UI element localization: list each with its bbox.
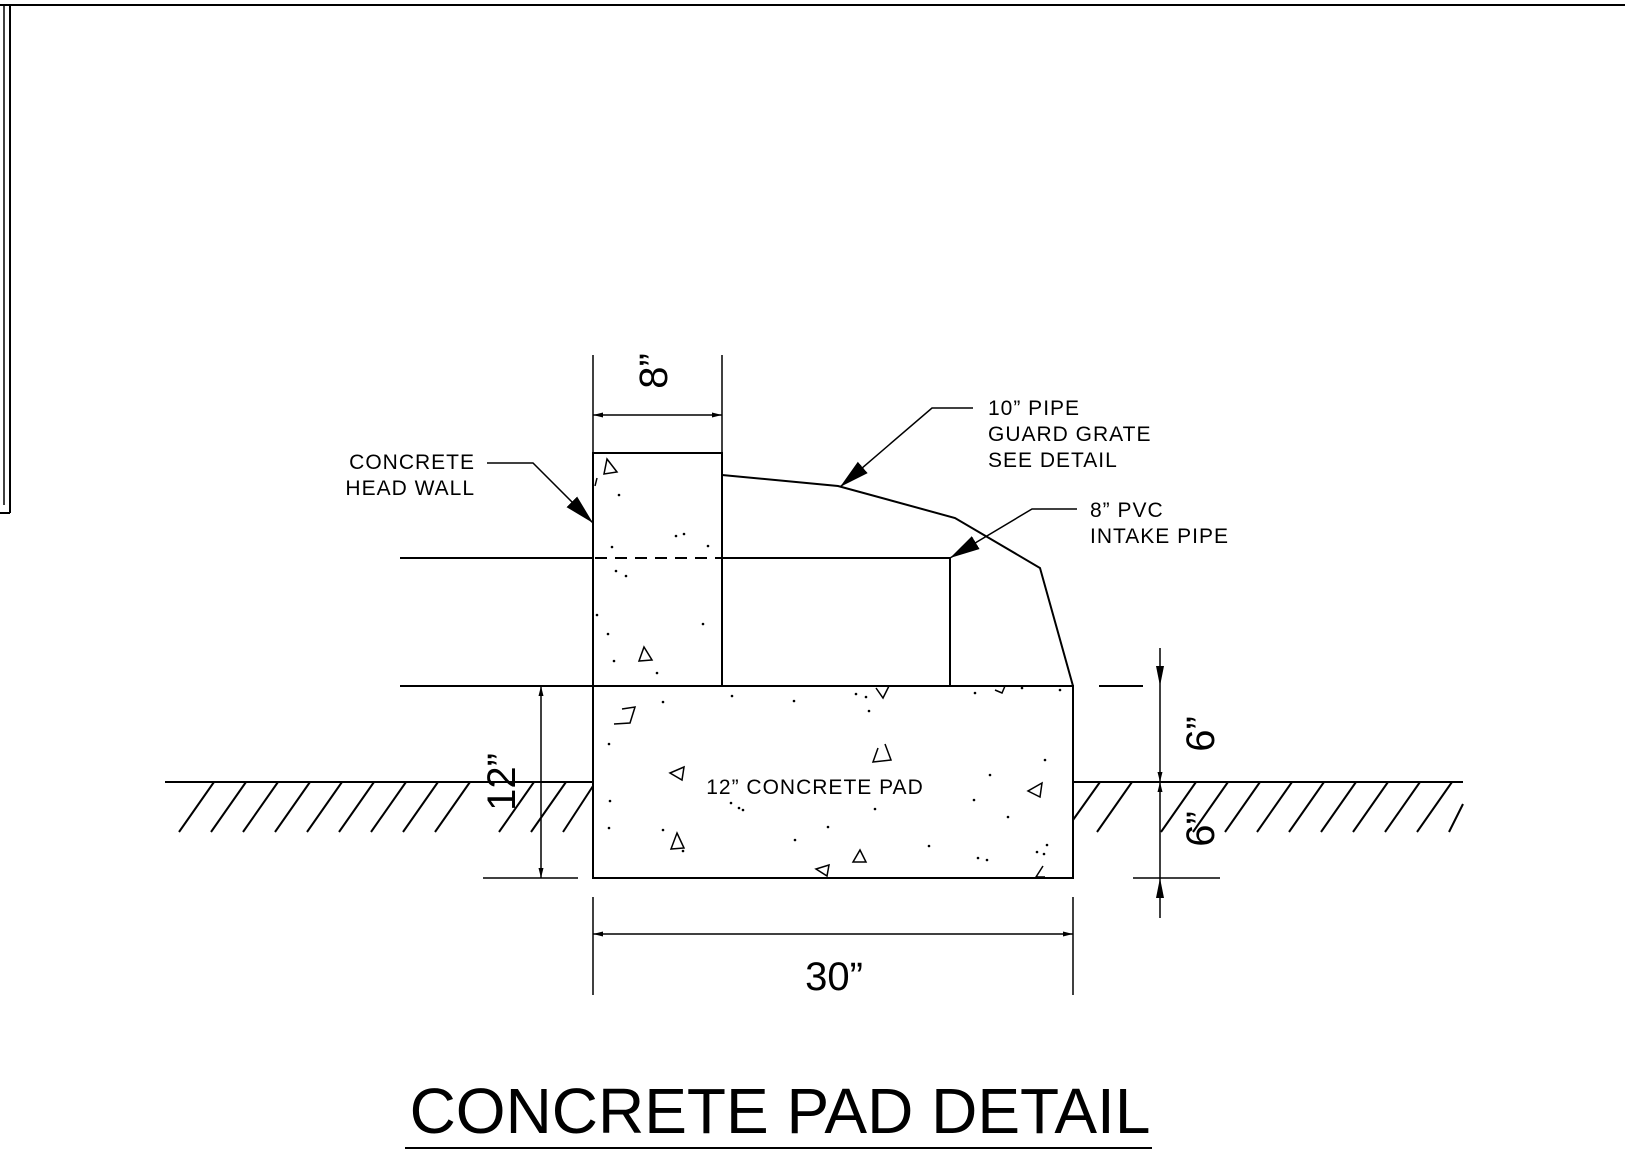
concrete-head-wall — [592, 452, 723, 687]
callout-head-wall-line2: HEAD WALL — [345, 477, 475, 500]
concrete-dots — [595, 493, 1062, 862]
dimension-headwall-width-label: 8” — [632, 353, 676, 389]
dimension-above-grade-label: 6” — [1179, 716, 1223, 752]
page-title: CONCRETE PAD DETAIL — [410, 1075, 1151, 1147]
callout-pipe-grate: 10” PIPE GUARD GRATE SEE DETAIL — [839, 397, 1151, 488]
callout-head-wall: CONCRETE HEAD WALL — [345, 451, 594, 524]
dimension-below-grade-label: 6” — [1179, 811, 1223, 847]
concrete-pad — [592, 685, 1074, 879]
callout-pipe-grate-line1: 10” PIPE — [988, 397, 1080, 420]
dimension-headwall-width: 8” — [592, 353, 723, 453]
callout-intake-pipe: 8” PVC INTAKE PIPE — [949, 499, 1229, 559]
dimension-pad-width-label: 30” — [805, 955, 863, 999]
concrete-hatch-marks — [594, 457, 1045, 878]
drawing-title: CONCRETE PAD DETAIL — [405, 1075, 1152, 1149]
callout-intake-pipe-line1: 8” PVC — [1090, 499, 1164, 522]
dimension-pad-width: 30” — [592, 897, 1074, 999]
pad-label: 12” CONCRETE PAD — [706, 776, 923, 799]
ground-hatch — [165, 781, 1464, 833]
callout-intake-pipe-line2: INTAKE PIPE — [1090, 525, 1229, 548]
dimension-pad-depth-label: 12” — [480, 753, 524, 811]
callout-pipe-grate-line3: SEE DETAIL — [988, 449, 1118, 472]
callout-head-wall-line1: CONCRETE — [349, 451, 475, 474]
dimension-grade-split: 6” 6” — [1133, 648, 1223, 918]
callout-pipe-grate-line2: GUARD GRATE — [988, 423, 1151, 446]
pipe-guard-grate — [721, 474, 1074, 687]
sheet-border — [0, 4, 1625, 514]
pvc-intake-pipe — [400, 557, 951, 686]
dimension-pad-depth: 12” — [480, 686, 578, 879]
